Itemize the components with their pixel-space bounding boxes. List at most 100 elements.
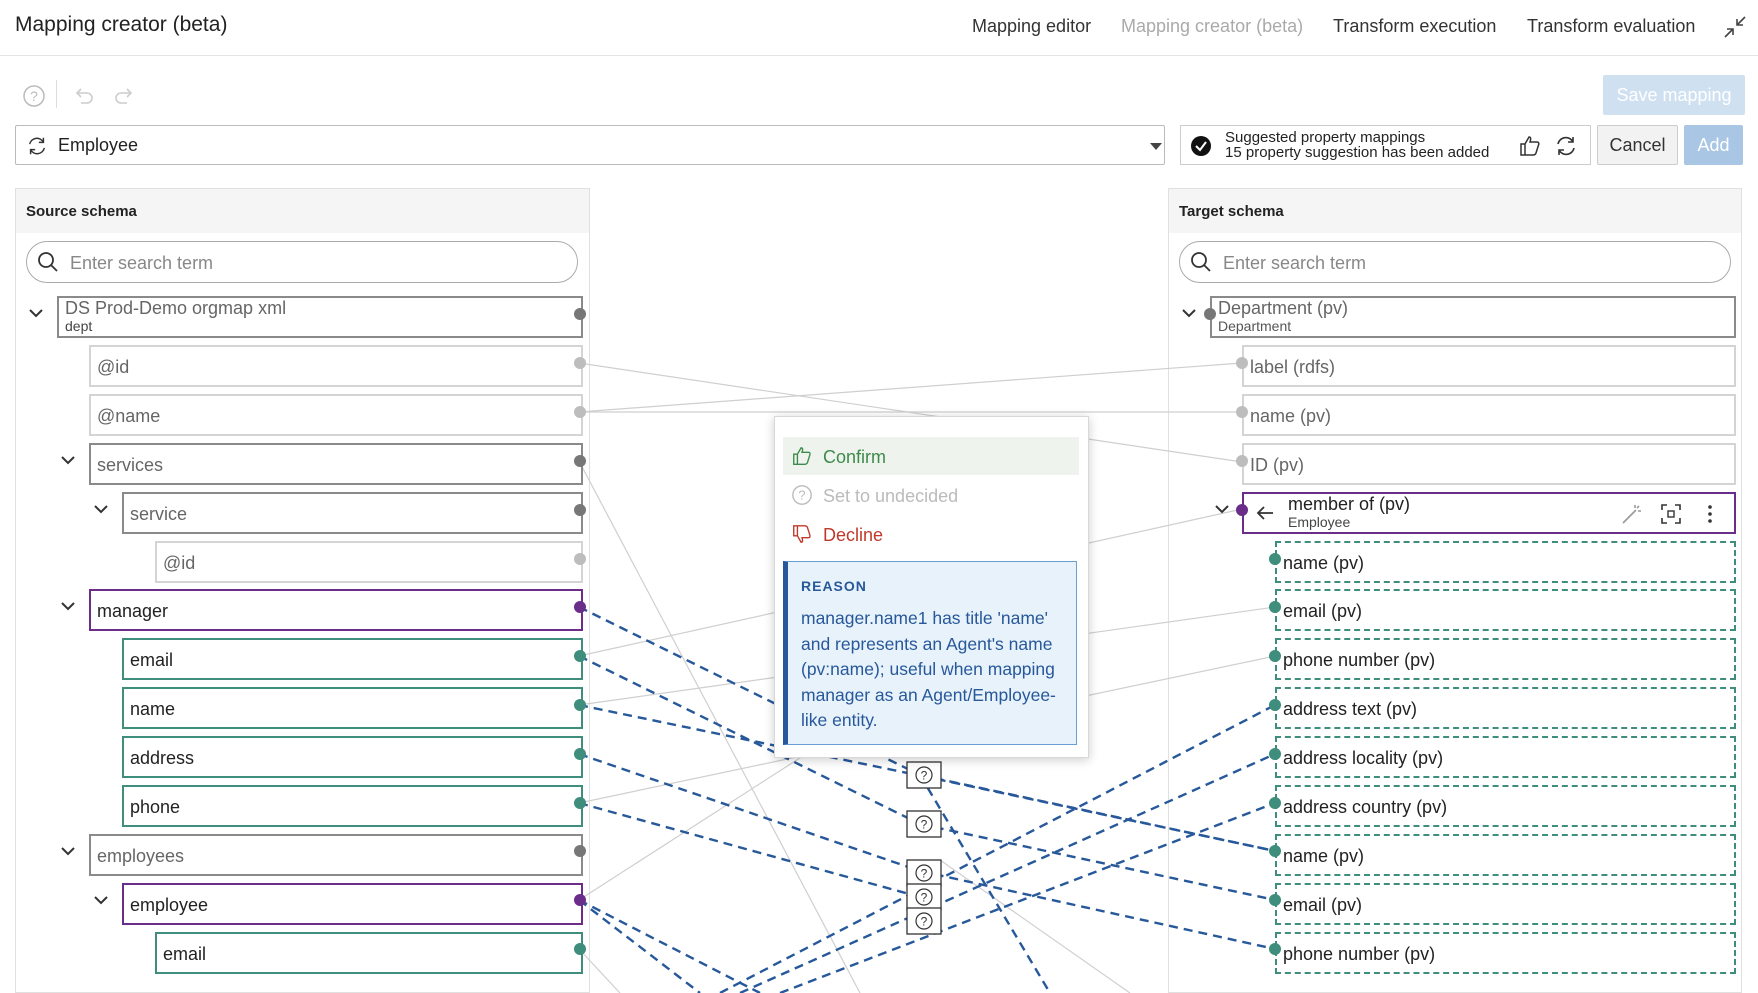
- undecided-badge[interactable]: ?: [906, 859, 942, 887]
- target-root-label: Department (pv): [1218, 298, 1349, 318]
- node-label: address locality (pv): [1283, 748, 1444, 768]
- chevron-down-icon[interactable]: [60, 843, 76, 859]
- node-label: service: [130, 504, 188, 524]
- target-member-node[interactable]: address country (pv): [1275, 785, 1736, 827]
- suggestion-line[interactable]: [921, 774, 1276, 853]
- suggestion-line[interactable]: [578, 654, 921, 826]
- node-label: address country (pv): [1283, 797, 1448, 817]
- suggestion-line[interactable]: [919, 869, 1276, 951]
- source-search-placeholder: Enter search term: [70, 253, 214, 273]
- nav-mapping-editor[interactable]: Mapping editor: [972, 16, 1092, 36]
- target-member-node[interactable]: email (pv): [1275, 883, 1736, 925]
- source-node-name[interactable]: name: [122, 687, 583, 729]
- source-node-address[interactable]: address: [122, 736, 583, 778]
- suggestion-line[interactable]: [918, 774, 1052, 993]
- target-class-select[interactable]: Employee: [15, 125, 1165, 165]
- source-root-node[interactable]: DS Prod-Demo orgmap xml dept: [57, 296, 583, 338]
- undo-icon[interactable]: [72, 84, 96, 108]
- target-root-node[interactable]: Department (pv) Department: [1210, 296, 1736, 338]
- target-node-id[interactable]: ID (pv): [1242, 443, 1736, 485]
- decline-label: Decline: [823, 525, 884, 545]
- source-node-service[interactable]: service: [122, 492, 583, 534]
- target-member-node[interactable]: address locality (pv): [1275, 736, 1736, 778]
- source-search-input[interactable]: Enter search term: [26, 241, 578, 283]
- target-node-label[interactable]: label (rdfs): [1242, 345, 1736, 387]
- thumbs-up-icon[interactable]: [1518, 134, 1542, 158]
- target-member-node[interactable]: phone number (pv): [1275, 932, 1736, 974]
- reload-suggestions-icon[interactable]: [1554, 134, 1578, 158]
- confirm-option[interactable]: Confirm: [783, 437, 1079, 475]
- source-node-employee-email[interactable]: email: [155, 932, 583, 974]
- source-panel-header: Source schema: [16, 189, 589, 233]
- redo-icon[interactable]: [112, 84, 136, 108]
- chevron-down-icon[interactable]: [28, 305, 44, 321]
- source-node-manager[interactable]: manager: [89, 589, 583, 631]
- source-node-employee[interactable]: employee: [122, 883, 583, 925]
- suggestion-line[interactable]: [739, 752, 1276, 993]
- target-member-node[interactable]: phone number (pv): [1275, 638, 1736, 680]
- chevron-down-icon[interactable]: [1181, 305, 1197, 321]
- source-node-phone[interactable]: phone: [122, 785, 583, 827]
- decline-option[interactable]: Decline: [783, 515, 1079, 553]
- source-node-service-id[interactable]: @id: [155, 541, 583, 583]
- source-node-email[interactable]: email: [122, 638, 583, 680]
- undecided-option[interactable]: ? Set to undecided: [783, 476, 1079, 514]
- chevron-down-icon[interactable]: [93, 892, 109, 908]
- check-circle-icon: [1191, 136, 1211, 156]
- node-label: @name: [97, 406, 161, 426]
- source-node-services[interactable]: services: [89, 443, 583, 485]
- svg-text:?: ?: [921, 818, 928, 832]
- source-node-id[interactable]: @id: [89, 345, 583, 387]
- suggestion-line[interactable]: [779, 801, 1276, 993]
- undecided-badge[interactable]: ?: [906, 761, 942, 789]
- collapse-icon[interactable]: [1722, 14, 1748, 40]
- connection-line: [578, 362, 1243, 413]
- connection-line: [578, 460, 861, 993]
- source-node-name[interactable]: @name: [89, 394, 583, 436]
- refresh-icon[interactable]: [26, 135, 48, 157]
- target-member-node[interactable]: address text (pv): [1275, 687, 1736, 729]
- suggestion-title: Suggested property mappings: [1225, 129, 1426, 146]
- decision-badges[interactable]: ? ? ? ? ?: [906, 761, 942, 935]
- suggestion-line[interactable]: [578, 898, 761, 993]
- reason-box: REASON manager.name1 has title 'name' an…: [783, 561, 1077, 745]
- chevron-down-icon[interactable]: [93, 501, 109, 517]
- magic-wand-icon[interactable]: [1620, 502, 1644, 526]
- suggestion-line[interactable]: [578, 752, 921, 873]
- suggestion-line[interactable]: [919, 822, 1276, 902]
- undecided-badge[interactable]: ?: [906, 810, 942, 838]
- cancel-button[interactable]: Cancel: [1597, 125, 1678, 165]
- undecided-badge[interactable]: ?: [906, 883, 942, 911]
- nav-transform-execution[interactable]: Transform execution: [1333, 16, 1497, 36]
- chevron-down-icon[interactable]: [1149, 142, 1163, 152]
- target-search-input[interactable]: Enter search term: [1179, 241, 1731, 283]
- target-member-node[interactable]: name (pv): [1275, 834, 1736, 876]
- target-member-node[interactable]: email (pv): [1275, 589, 1736, 631]
- chevron-down-icon[interactable]: [1214, 501, 1230, 517]
- suggestion-line[interactable]: [578, 703, 923, 778]
- target-node-member-of[interactable]: member of (pv) Employee: [1242, 492, 1736, 534]
- suggestion-line[interactable]: [578, 899, 701, 993]
- save-mapping-button[interactable]: Save mapping: [1603, 75, 1745, 115]
- undecided-badge[interactable]: ?: [906, 907, 942, 935]
- suggestion-line[interactable]: [578, 801, 921, 899]
- target-member-node[interactable]: name (pv): [1275, 541, 1736, 583]
- undecided-label: Set to undecided: [823, 486, 959, 506]
- node-label: @id: [163, 553, 196, 573]
- expand-icon[interactable]: [1659, 502, 1683, 526]
- chevron-down-icon[interactable]: [60, 452, 76, 468]
- nav-transform-evaluation[interactable]: Transform evaluation: [1527, 16, 1696, 36]
- target-class-value: Employee: [58, 135, 139, 155]
- nav-mapping-creator[interactable]: Mapping creator (beta): [1121, 16, 1304, 36]
- more-options-icon[interactable]: [1698, 502, 1722, 526]
- source-node-employees[interactable]: employees: [89, 834, 583, 876]
- target-node-name[interactable]: name (pv): [1242, 394, 1736, 436]
- node-label: ID (pv): [1250, 455, 1304, 475]
- add-button[interactable]: Add: [1684, 125, 1743, 165]
- chevron-down-icon[interactable]: [60, 598, 76, 614]
- help-icon[interactable]: ?: [22, 84, 46, 108]
- node-label: email (pv): [1283, 601, 1363, 621]
- suggestion-subtitle: 15 property suggestion has been added: [1225, 144, 1490, 161]
- source-panel-title: Source schema: [26, 203, 137, 220]
